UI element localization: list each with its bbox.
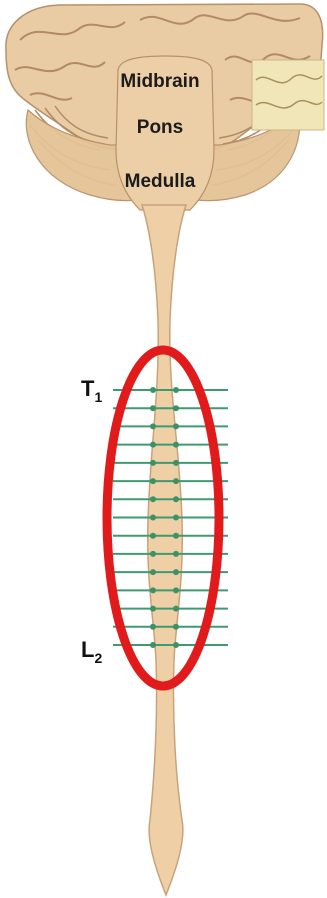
label-midbrain: Midbrain xyxy=(120,71,199,92)
label-t1: T1 xyxy=(81,376,102,405)
label-t1-letter: T xyxy=(81,376,95,401)
nerve-root-ganglion xyxy=(173,587,179,593)
label-medulla: Medulla xyxy=(125,171,196,192)
nerve-root-ganglion xyxy=(150,587,156,593)
nerve-root-ganglion xyxy=(173,533,179,539)
nerve-root-ganglion xyxy=(150,515,156,521)
label-l2-sub: 2 xyxy=(94,650,102,666)
nerve-root-ganglion xyxy=(150,442,156,448)
nerve-root-ganglion xyxy=(173,496,179,502)
nerve-root-ganglion xyxy=(150,606,156,612)
brain-inset xyxy=(252,60,324,130)
nerve-root-ganglion xyxy=(173,642,179,648)
label-t1-sub: 1 xyxy=(94,389,102,405)
nerve-root-ganglion xyxy=(150,478,156,484)
nerve-root-ganglion xyxy=(173,569,179,575)
label-l2-letter: L xyxy=(81,637,94,662)
nerve-root-ganglion xyxy=(173,478,179,484)
nerve-root-ganglion xyxy=(150,551,156,557)
label-pons: Pons xyxy=(137,117,183,138)
nerve-root-ganglion xyxy=(173,442,179,448)
label-l2: L2 xyxy=(81,637,102,666)
spinal-cord xyxy=(142,205,186,895)
nerve-root-ganglion xyxy=(173,423,179,429)
nerve-root-ganglion xyxy=(150,460,156,466)
nerve-root-ganglion xyxy=(150,496,156,502)
nerve-root-ganglion xyxy=(173,551,179,557)
nerve-root-ganglion xyxy=(150,423,156,429)
nerve-root-ganglion xyxy=(150,533,156,539)
nerve-root-ganglion xyxy=(150,624,156,630)
nerve-root-ganglion xyxy=(150,569,156,575)
nerve-root-ganglion xyxy=(150,405,156,411)
nerve-root-ganglion xyxy=(150,642,156,648)
nerve-root-ganglion xyxy=(173,606,179,612)
nerve-root-ganglion xyxy=(173,515,179,521)
nerve-root-ganglion xyxy=(173,460,179,466)
brain: Midbrain Pons Medulla xyxy=(6,4,324,210)
nerve-root-ganglion xyxy=(173,624,179,630)
nerve-root-ganglion xyxy=(173,405,179,411)
nerve-root-ganglion xyxy=(173,387,179,393)
nerve-root-ganglion xyxy=(150,387,156,393)
